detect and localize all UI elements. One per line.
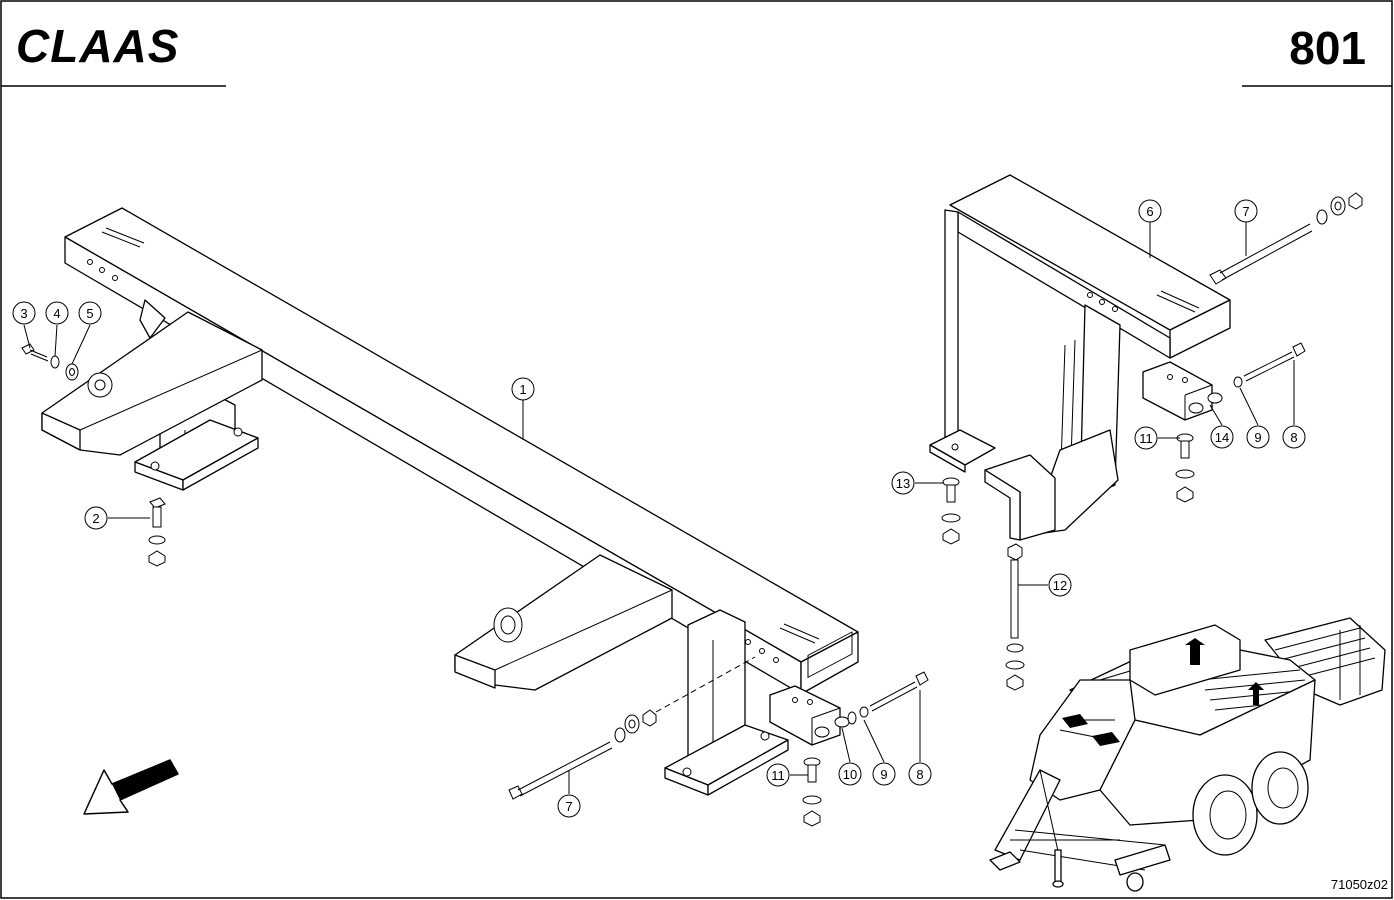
- svg-text:4: 4: [53, 306, 60, 321]
- right-upright: [664, 609, 789, 796]
- svg-text:1: 1: [519, 382, 526, 397]
- svg-text:8: 8: [1290, 430, 1297, 445]
- bracket-frame: [929, 174, 1231, 541]
- page-number: 801: [1289, 22, 1366, 74]
- callout-7-bottom: 7: [557, 794, 581, 818]
- callout-9-top: 9: [1246, 425, 1270, 449]
- callout-11-bottom: 11: [766, 763, 790, 787]
- bolt-frame-foot: [941, 477, 961, 545]
- svg-text:2: 2: [92, 511, 99, 526]
- leader-lines: [23, 222, 1295, 794]
- bolt-small-top: [1175, 433, 1195, 503]
- callout-10: 10: [838, 762, 862, 786]
- callout-11-top: 11: [1134, 426, 1158, 450]
- callout-8-top: 8: [1282, 425, 1306, 449]
- bolt-clamp-top: [1233, 342, 1306, 388]
- callout-9-bottom: 9: [872, 762, 896, 786]
- bolt-small-bottom: [802, 757, 822, 827]
- svg-text:9: 9: [1254, 430, 1261, 445]
- svg-text:7: 7: [565, 799, 572, 814]
- callout-3: 3: [12, 301, 36, 325]
- callout-13: 13: [891, 471, 915, 495]
- svg-text:6: 6: [1146, 204, 1153, 219]
- svg-text:7: 7: [1242, 204, 1249, 219]
- callout-6: 6: [1138, 199, 1162, 223]
- drawing-reference: 71050z02: [1331, 877, 1388, 892]
- callout-2: 2: [84, 506, 108, 530]
- right-hitch-bracket: [454, 554, 673, 691]
- bolt-clamp-bottom: [859, 671, 929, 718]
- svg-text:12: 12: [1053, 578, 1067, 593]
- baler-overview-illustration: [989, 617, 1386, 892]
- svg-text:8: 8: [916, 767, 923, 782]
- long-bolt-top: [1209, 192, 1363, 285]
- brand-logo: CLAAS: [16, 20, 179, 72]
- svg-text:11: 11: [771, 768, 785, 783]
- svg-text:13: 13: [896, 476, 910, 491]
- svg-text:10: 10: [843, 767, 857, 782]
- clamp-plate-right: [1142, 361, 1223, 421]
- callout-5: 5: [78, 301, 102, 325]
- callout-1: 1: [511, 377, 535, 401]
- svg-text:5: 5: [86, 306, 93, 321]
- bolt-left-hitch: [21, 343, 79, 381]
- direction-arrow-icon: [83, 759, 179, 815]
- svg-text:9: 9: [880, 767, 887, 782]
- left-hitch-bracket: [41, 299, 263, 456]
- callout-7-top: 7: [1234, 199, 1258, 223]
- callout-8-bottom: 8: [908, 762, 932, 786]
- callout-14: 14: [1210, 425, 1234, 449]
- callout-12: 12: [1048, 573, 1072, 597]
- long-bolt-bottom: [508, 656, 756, 800]
- svg-text:14: 14: [1215, 430, 1229, 445]
- callout-4: 4: [45, 301, 69, 325]
- clamp-plate-left: [769, 685, 850, 746]
- svg-text:3: 3: [20, 306, 27, 321]
- bolt-left-foot: [148, 497, 166, 567]
- washer-9-bottom: [847, 711, 857, 725]
- svg-text:11: 11: [1139, 431, 1153, 446]
- u-bolt: [1005, 543, 1025, 691]
